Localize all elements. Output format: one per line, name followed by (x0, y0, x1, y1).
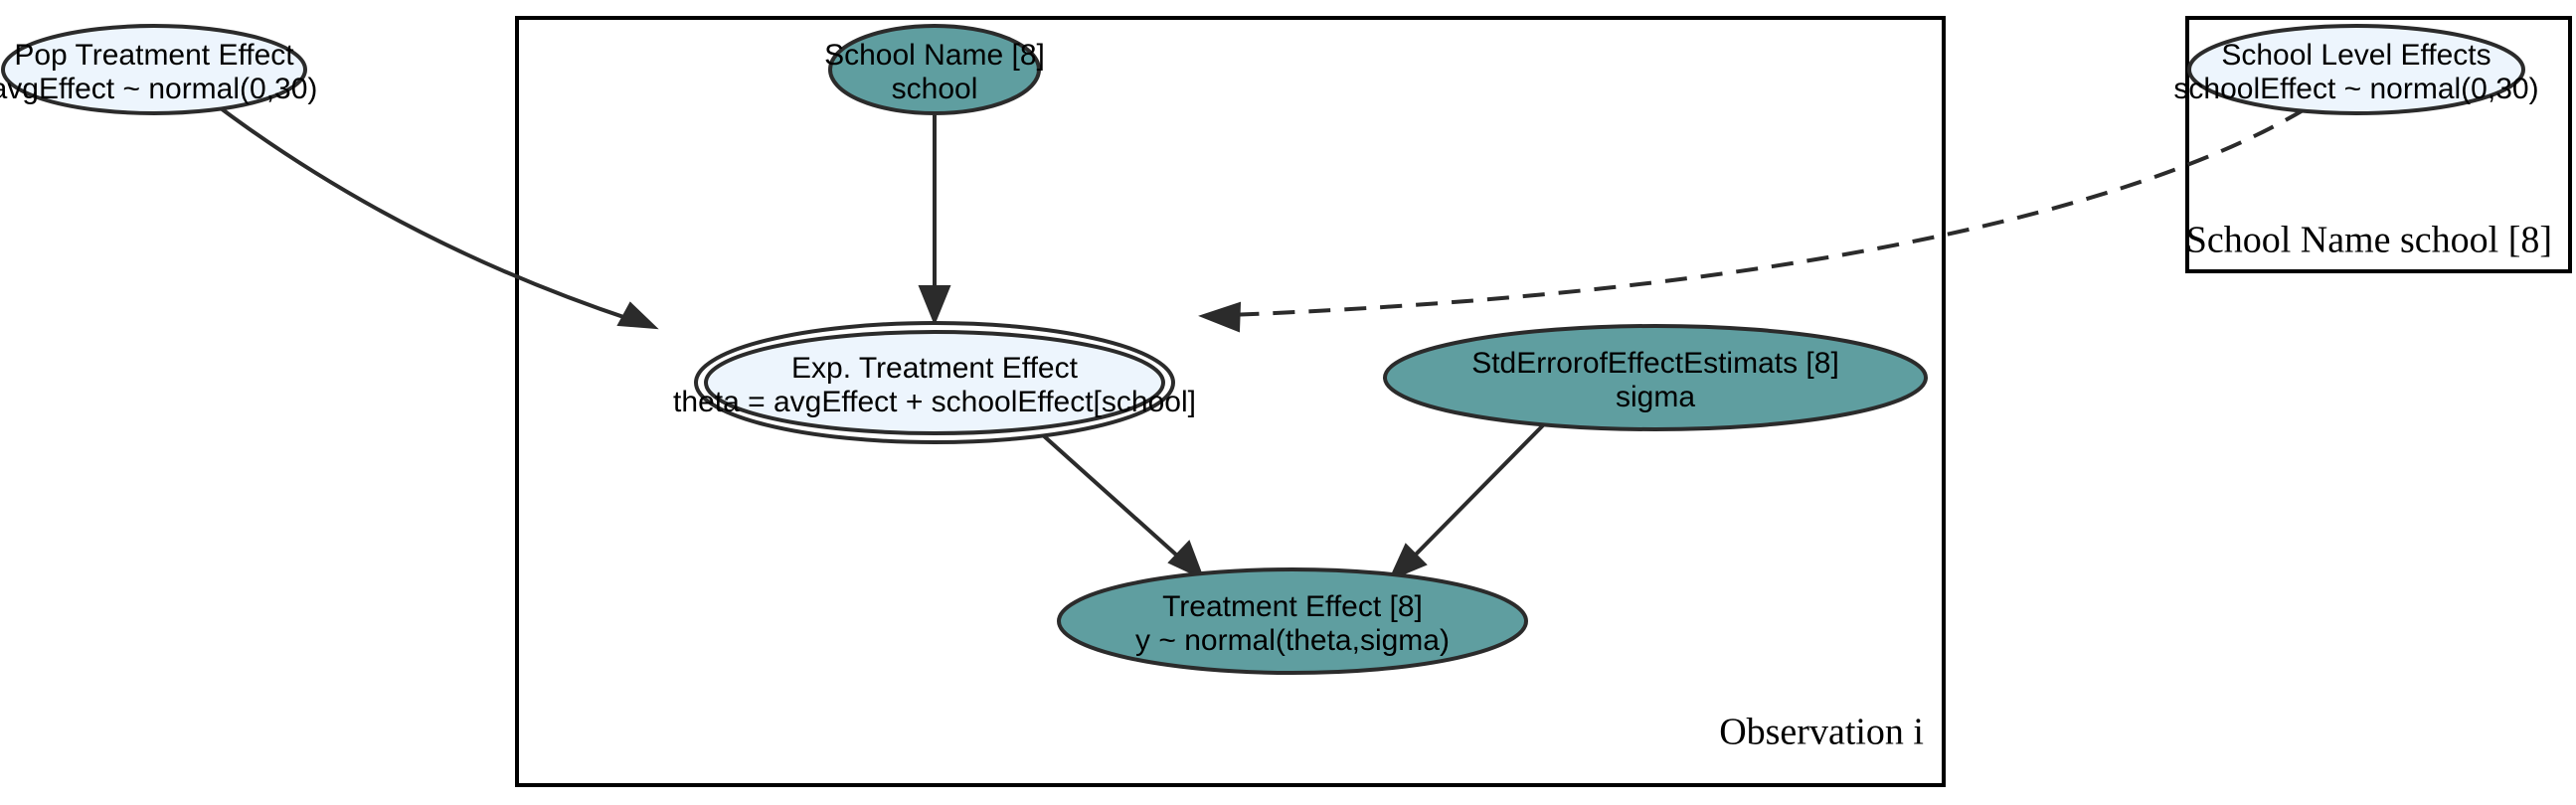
exp-treatment-effect-line1: Exp. Treatment Effect (791, 352, 1079, 385)
school-name-line2: school (892, 73, 978, 105)
school-level-effects-line2: schoolEffect ~ normal(0,30) (2173, 73, 2538, 105)
std-error-ellipse[interactable] (1383, 324, 1928, 431)
observation-plate-border (515, 16, 1946, 787)
school-name-ellipse[interactable] (828, 24, 1041, 115)
edge-theta-to-y-arrowhead (1167, 540, 1205, 580)
nodes-layer: Pop Treatment Effect avgEffect ~ normal(… (0, 24, 2539, 675)
edge-school-to-theta-arrowhead (918, 285, 951, 326)
school-name-node[interactable]: School Name [8] school (824, 24, 1045, 115)
edge-schooleffect-to-theta-line (1227, 107, 2307, 317)
school-level-effects-line1: School Level Effects (2221, 39, 2490, 72)
pop-treatment-effect-line2: avgEffect ~ normal(0,30) (0, 73, 317, 105)
school-plate-border (2185, 16, 2572, 273)
edge-avgeffect-to-theta (215, 103, 659, 330)
school-level-effects-ellipse[interactable] (2187, 24, 2525, 115)
edge-theta-to-y (1040, 432, 1205, 580)
pop-treatment-effect-node[interactable]: Pop Treatment Effect avgEffect ~ normal(… (0, 24, 317, 115)
observation-plate: Observation i (515, 16, 1946, 787)
edge-avgeffect-to-theta-line (215, 103, 642, 325)
std-error-node[interactable]: StdErrorofEffectEstimats [8] sigma (1383, 324, 1928, 431)
edge-sigma-to-y-line (1404, 423, 1545, 566)
observation-plate-label: Observation i (1719, 712, 1924, 753)
exp-treatment-effect-node[interactable]: Exp. Treatment Effect theta = avgEffect … (673, 321, 1196, 444)
school-level-effects-node[interactable]: School Level Effects schoolEffect ~ norm… (2173, 24, 2539, 115)
pop-treatment-effect-ellipse[interactable] (1, 24, 307, 115)
exp-treatment-effect-inner-ellipse[interactable] (704, 330, 1165, 435)
edge-theta-to-y-line (1040, 432, 1189, 566)
treatment-effect-line2: y ~ normal(theta,sigma) (1135, 624, 1450, 657)
treatment-effect-ellipse[interactable] (1057, 567, 1528, 675)
edge-avgeffect-to-theta-arrowhead (616, 301, 659, 330)
std-error-line2: sigma (1616, 381, 1695, 413)
exp-treatment-effect-line2: theta = avgEffect + schoolEffect[school] (673, 386, 1196, 418)
edge-schooleffect-to-theta-arrowhead (1198, 301, 1242, 333)
edge-schooleffect-to-theta (1198, 107, 2307, 333)
school-plate-label: School Name school [8] (2186, 220, 2552, 261)
edges-layer (215, 103, 2307, 581)
school-plate: School Name school [8] (2185, 16, 2572, 273)
pop-treatment-effect-line1: Pop Treatment Effect (14, 39, 294, 72)
edge-sigma-to-y (1388, 423, 1545, 581)
treatment-effect-node[interactable]: Treatment Effect [8] y ~ normal(theta,si… (1057, 567, 1528, 675)
edge-school-to-theta (918, 115, 951, 326)
treatment-effect-line1: Treatment Effect [8] (1162, 590, 1423, 623)
edge-sigma-to-y-arrowhead (1388, 543, 1428, 581)
std-error-line1: StdErrorofEffectEstimats [8] (1471, 347, 1839, 380)
school-name-line1: School Name [8] (824, 39, 1045, 72)
